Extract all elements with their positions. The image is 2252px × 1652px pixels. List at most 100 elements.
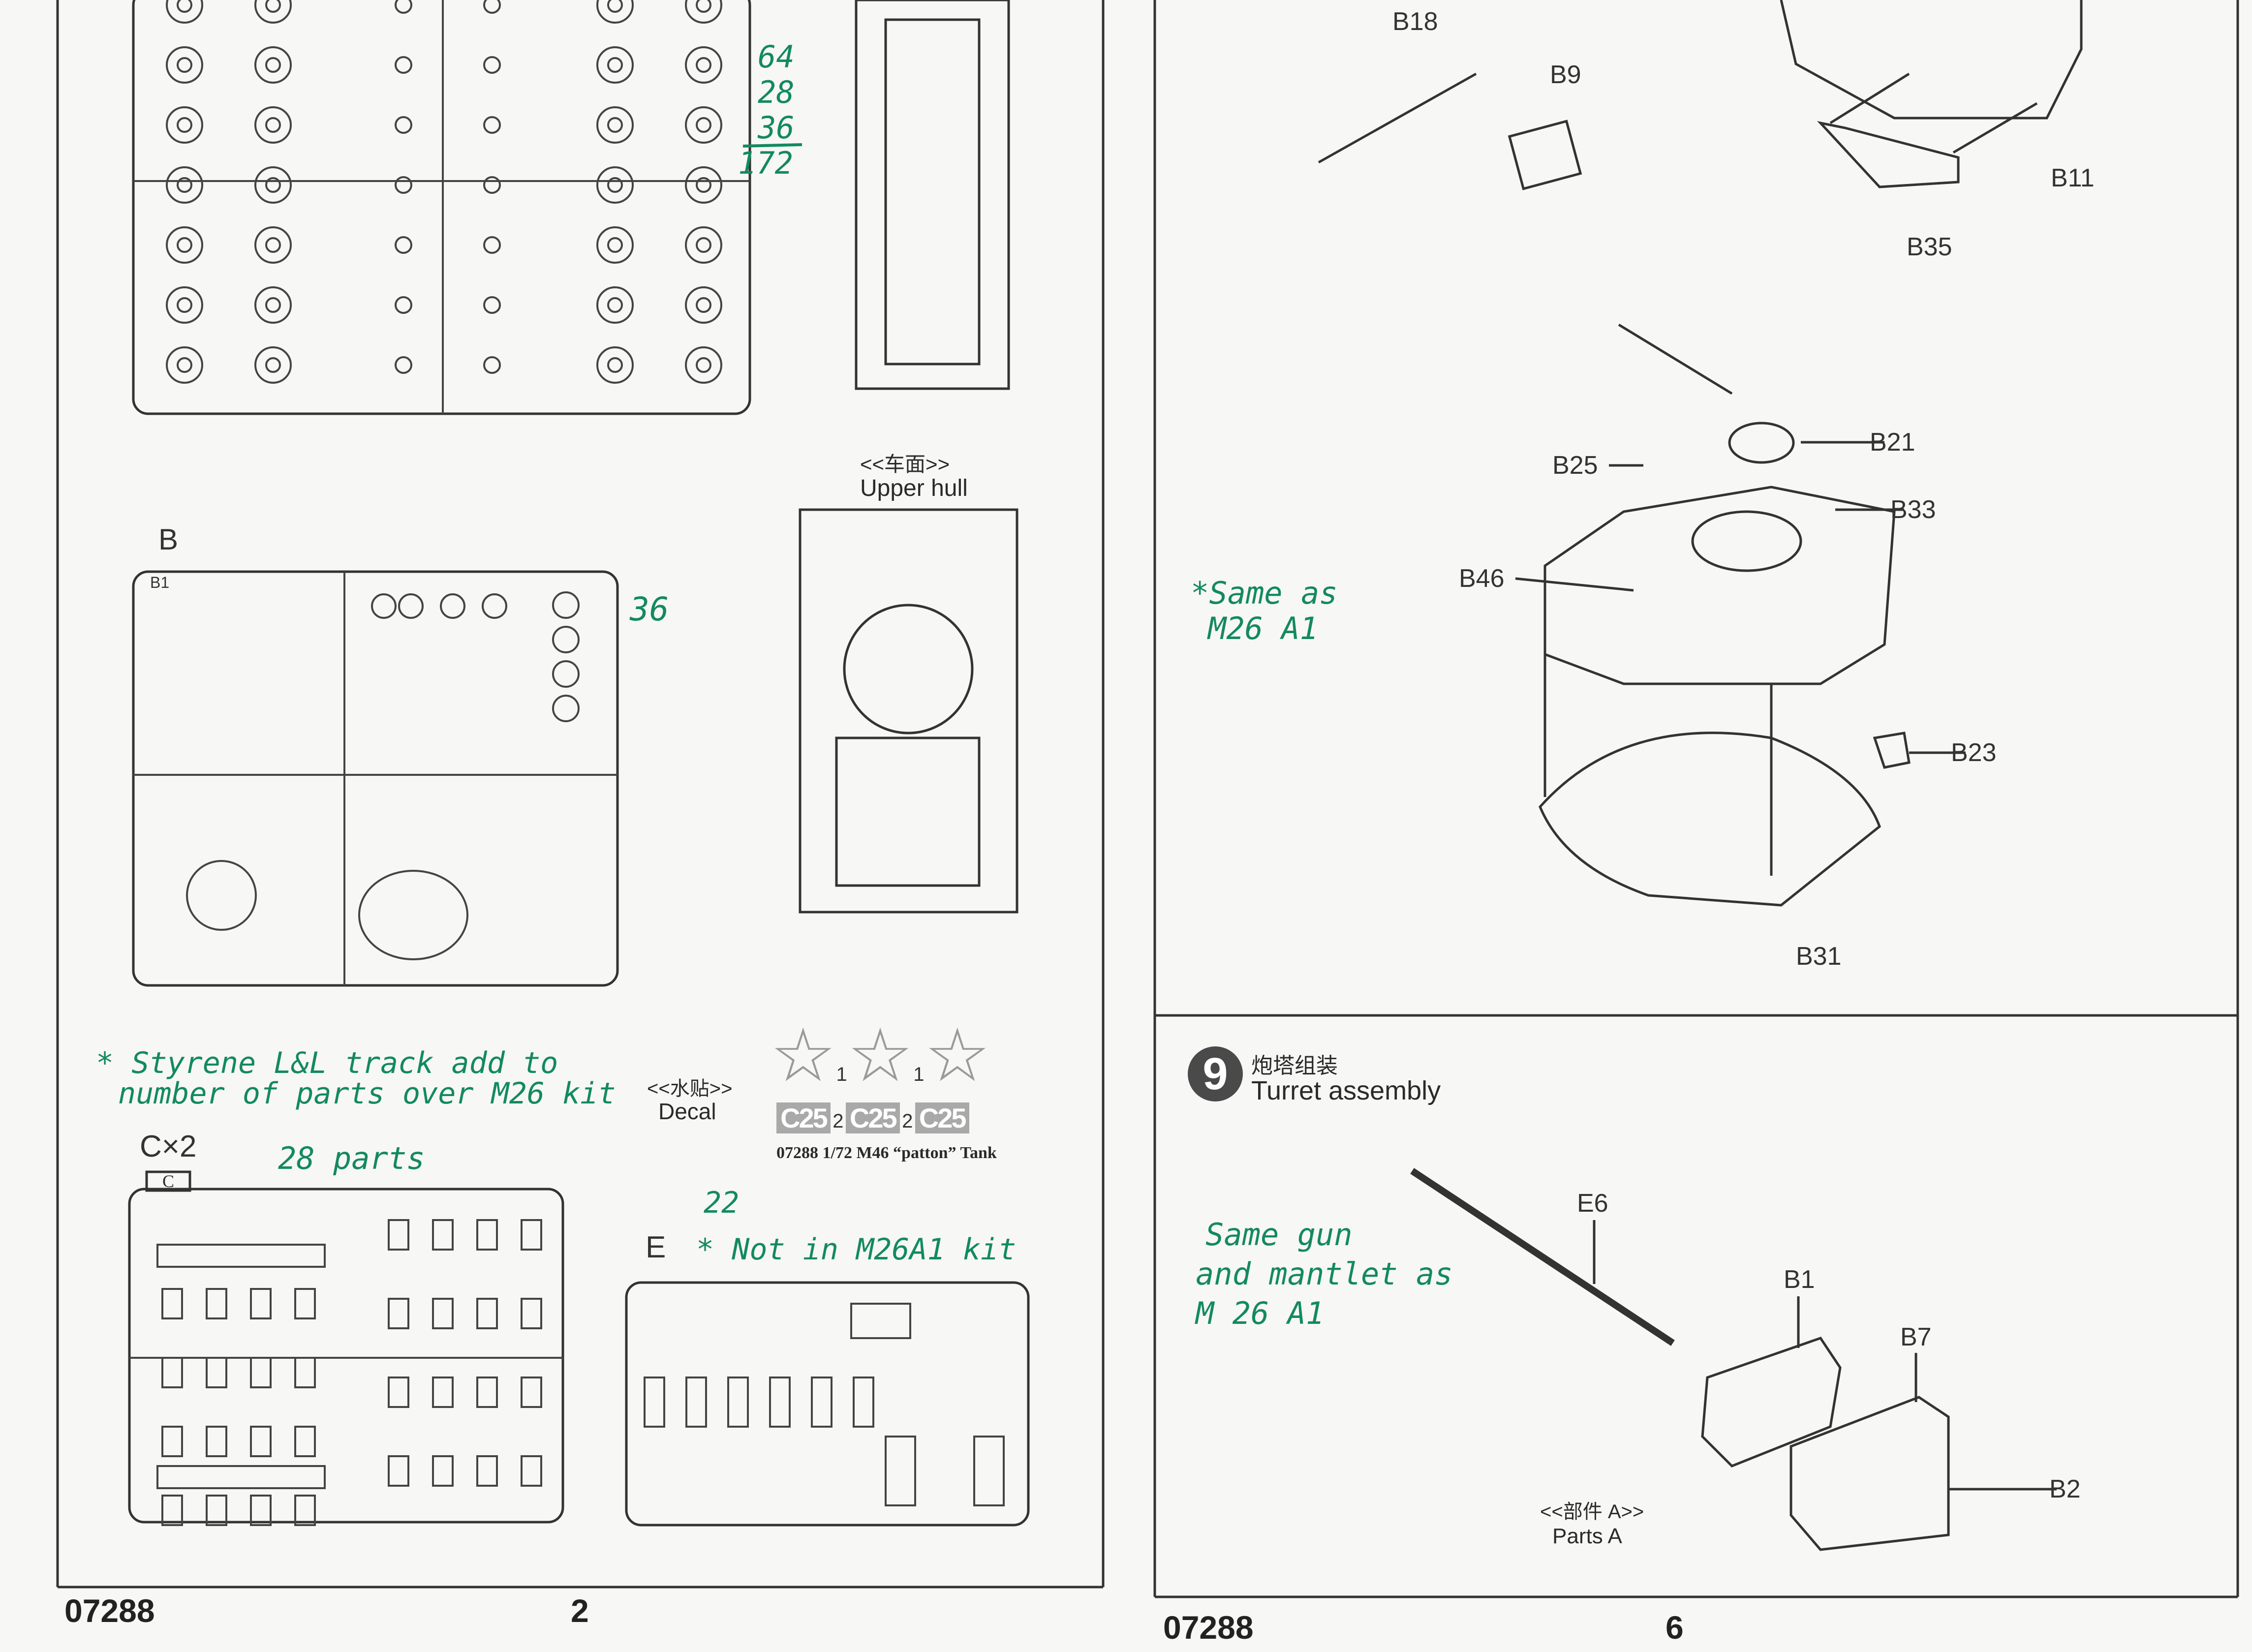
- right-product-code: 07288: [1163, 1609, 1254, 1646]
- road-wheel-hub: [177, 177, 192, 193]
- track-link-part: [476, 1219, 498, 1251]
- e6-gun-barrel: [1410, 1168, 1675, 1346]
- handwritten-e-count: 22: [704, 1186, 740, 1220]
- road-wheel: [596, 46, 634, 84]
- track-link-part: [388, 1377, 409, 1408]
- b18-machine-gun: [1318, 72, 1477, 164]
- star-decal-icon: ☆: [924, 1014, 990, 1097]
- track-link-part: [476, 1298, 498, 1329]
- road-wheel-hub: [177, 0, 192, 13]
- road-wheel: [596, 106, 634, 144]
- e-sprue-part: [885, 1436, 916, 1506]
- handwritten-c-parts: 28 parts: [278, 1140, 425, 1176]
- track-link-part: [250, 1495, 272, 1526]
- e-sprue-part: [973, 1436, 1005, 1506]
- sprocket-part: [552, 626, 580, 653]
- e-sprue-part: [644, 1377, 665, 1428]
- parts-ref-label: Parts A: [1552, 1524, 1622, 1548]
- e-sprue-part: [685, 1377, 707, 1428]
- callout-b46: B46: [1459, 564, 1505, 593]
- decal-plate: C25: [776, 1102, 831, 1133]
- sprue-a-frame: [132, 0, 751, 415]
- decal-plates: C25 2 C25 2 C25: [776, 1102, 969, 1134]
- road-wheel-hub: [607, 237, 623, 253]
- road-wheel-hub: [265, 177, 281, 193]
- track-link-part: [432, 1455, 454, 1487]
- callout-b11: B11: [2051, 164, 2095, 192]
- tally-value: 172: [738, 145, 793, 181]
- right-page-number: 6: [1666, 1609, 1684, 1646]
- sprue-b-part-tag: B1: [150, 574, 170, 591]
- track-run-part: [156, 1244, 326, 1268]
- road-wheel: [254, 286, 292, 324]
- road-wheel: [596, 346, 634, 384]
- same-as-line: M26 A1: [1208, 611, 1318, 646]
- e-sprue-part: [727, 1377, 749, 1428]
- b11-arrow: [1952, 102, 2038, 154]
- road-wheel-hub: [265, 117, 281, 133]
- upper-hull-front-view: [799, 508, 1018, 914]
- sprue-c-frame: [128, 1188, 564, 1524]
- road-wheel: [685, 106, 722, 144]
- b9-ammo-box: [1508, 120, 1582, 190]
- left-product-code: 07288: [64, 1592, 155, 1629]
- road-wheel-hub: [607, 0, 623, 13]
- turret-hatch-ring: [1691, 510, 1802, 572]
- track-link-part: [388, 1219, 409, 1251]
- road-wheel-hub: [696, 57, 711, 73]
- e-sprue-part: [811, 1377, 833, 1428]
- handwritten-same-as-note: *Same as M26 A1: [1191, 576, 1338, 646]
- idler-part: [395, 56, 412, 74]
- track-note-line: * Styrene L&L track add to: [96, 1046, 558, 1080]
- road-wheel-hub: [265, 237, 281, 253]
- b1-mantlet: [1701, 1337, 1842, 1468]
- upper-hull-top-view: [855, 0, 1010, 390]
- road-wheel-hub: [177, 117, 192, 133]
- track-link-part: [432, 1377, 454, 1408]
- track-link-part: [250, 1288, 272, 1319]
- road-wheel-hub: [696, 0, 711, 13]
- turret-top-partial: [1780, 0, 2083, 120]
- road-wheel: [166, 0, 203, 24]
- upper-hull-top-inner: [884, 18, 981, 366]
- same-as-line: *Same as: [1191, 575, 1338, 611]
- callout-b33: B33: [1890, 495, 1936, 524]
- handwritten-sprue-b-count: 36: [630, 590, 669, 628]
- sprocket-part: [552, 591, 580, 619]
- decal-count: 2: [902, 1110, 913, 1132]
- sprocket-part: [552, 695, 580, 722]
- sprue-c-tag-box: [145, 1170, 191, 1192]
- callout-b25: B25: [1552, 451, 1598, 480]
- road-wheel-hub: [177, 237, 192, 253]
- road-wheel-hub: [696, 297, 711, 313]
- star-decal-icon: ☆: [770, 1014, 836, 1097]
- road-wheel: [254, 226, 292, 264]
- sprue-b-label: B: [158, 523, 179, 556]
- road-wheel-hub: [177, 57, 192, 73]
- decal-count: 2: [833, 1110, 844, 1132]
- decal-label-cn: <<水贴>>: [647, 1078, 733, 1100]
- track-link-part: [521, 1377, 542, 1408]
- road-wheel: [685, 46, 722, 84]
- decal-count: 1: [836, 1064, 847, 1085]
- track-link-part: [206, 1357, 227, 1388]
- turret-floor-b31: [1539, 732, 1881, 907]
- track-link-part: [294, 1426, 316, 1457]
- track-link-part: [250, 1426, 272, 1457]
- idler-part: [395, 356, 412, 374]
- track-link-part: [432, 1219, 454, 1251]
- idler-part: [483, 296, 501, 314]
- step-title-cn: 炮塔组装: [1251, 1054, 1338, 1078]
- tally-value: 64: [758, 39, 795, 75]
- decal-label: Decal: [658, 1099, 716, 1124]
- handwritten-tally: 64 28 36 172: [738, 39, 795, 181]
- road-wheel: [254, 166, 292, 204]
- small-wheel-part: [440, 593, 465, 619]
- road-wheel-hub: [265, 297, 281, 313]
- track-link-part: [294, 1495, 316, 1526]
- road-wheel: [254, 106, 292, 144]
- b21-hatch: [1728, 422, 1795, 464]
- road-wheel: [254, 0, 292, 24]
- callout-b2: B2: [2049, 1475, 2081, 1503]
